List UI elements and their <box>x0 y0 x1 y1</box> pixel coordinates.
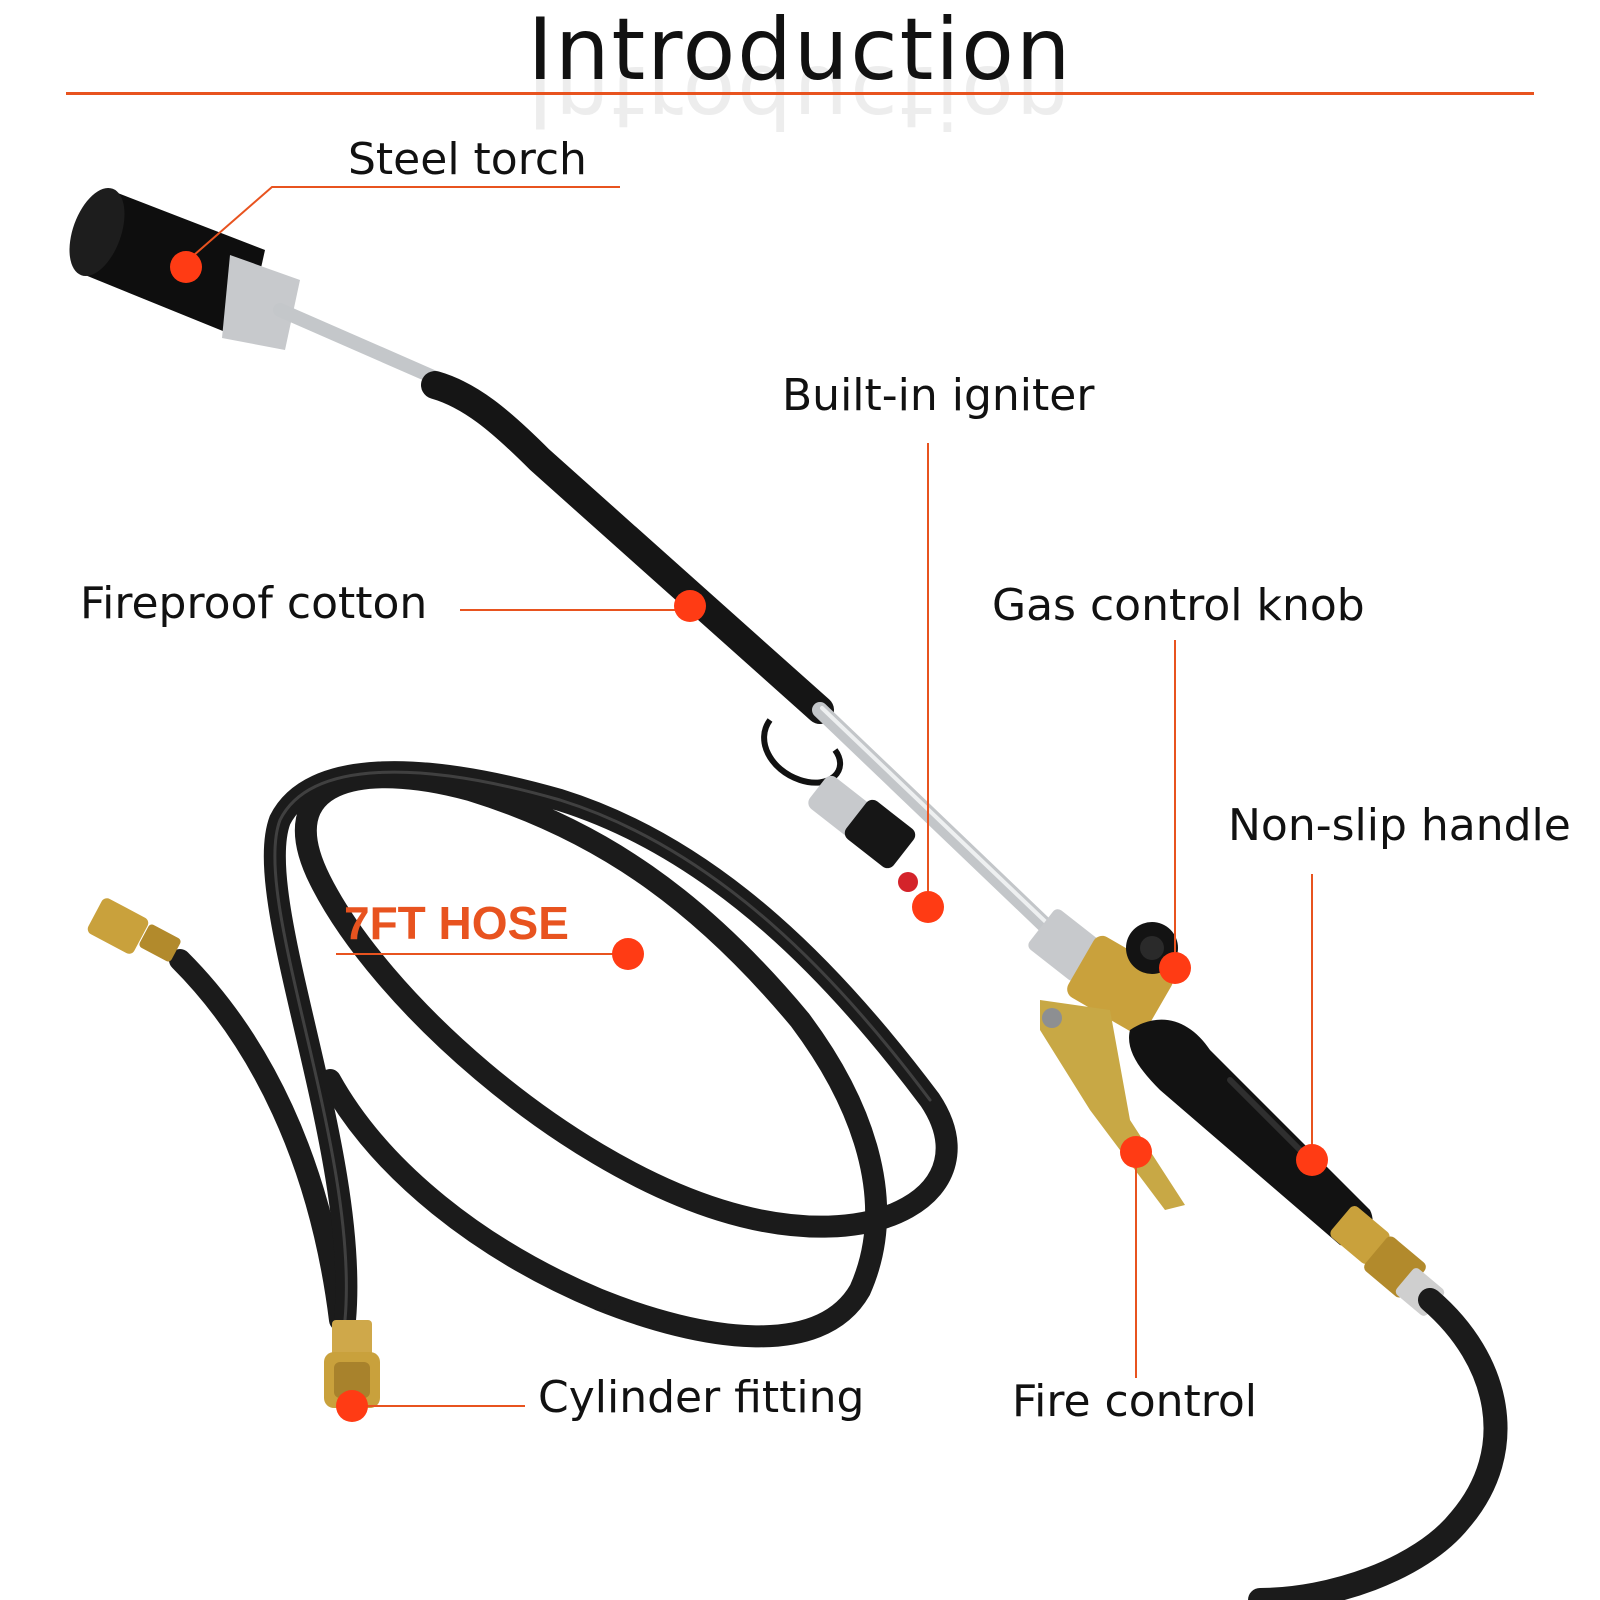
hose-coil <box>169 761 958 1348</box>
page-title: Introduction <box>527 0 1073 100</box>
label-fireproof-cotton: Fireproof cotton <box>80 578 428 629</box>
dot-steel-torch <box>170 251 202 283</box>
torch-wand <box>421 371 1058 938</box>
label-cylinder-fitting: Cylinder fitting <box>538 1372 865 1423</box>
label-fire-control: Fire control <box>1012 1376 1258 1427</box>
cylinder-fitting-part <box>324 1320 380 1408</box>
dot-fire-control <box>1120 1136 1152 1168</box>
label-hose-length: 7FT HOSE <box>344 897 569 949</box>
dot-fireproof-cotton <box>674 590 706 622</box>
label-non-slip-handle: Non-slip handle <box>1228 800 1571 851</box>
dot-non-slip-handle <box>1296 1144 1328 1176</box>
hose-coil-highlight <box>273 770 932 1322</box>
dot-hose-length <box>612 938 644 970</box>
label-gas-control-knob: Gas control knob <box>992 580 1365 631</box>
marker-dots <box>170 251 1328 1422</box>
left-brass-fitting <box>87 898 181 962</box>
leader-steel-torch <box>185 186 620 263</box>
igniter-part <box>761 718 918 892</box>
dot-cylinder-fitting <box>336 1390 368 1422</box>
torch-head <box>69 188 447 387</box>
dot-built-in-igniter <box>912 891 944 923</box>
dot-gas-control-knob <box>1159 952 1191 984</box>
title-divider <box>66 92 1534 95</box>
label-steel-torch: Steel torch <box>348 134 587 185</box>
rear-fittings <box>1248 1206 1508 1600</box>
handle-grip <box>1129 1019 1373 1246</box>
leader-lines <box>185 186 1313 1407</box>
label-built-in-igniter: Built-in igniter <box>782 370 1095 421</box>
